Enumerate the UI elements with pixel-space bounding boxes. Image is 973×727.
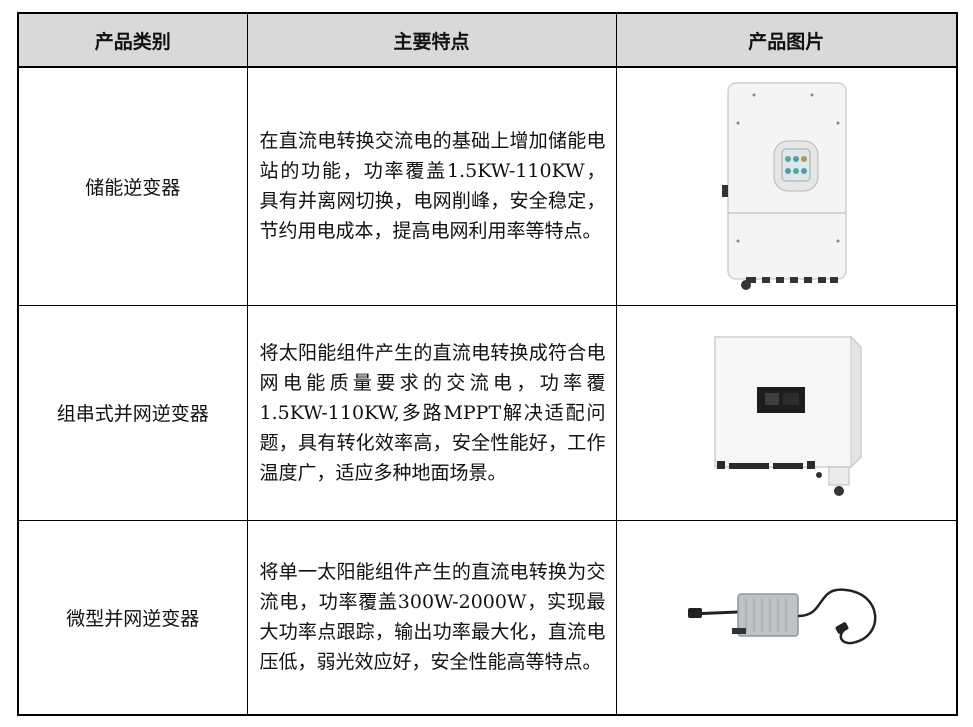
header-row: 产品类别 主要特点 产品图片 xyxy=(17,12,958,68)
category-cell: 储能逆变器 xyxy=(17,66,248,306)
image-cell xyxy=(615,519,958,716)
string-inverter-icon xyxy=(714,335,862,496)
header-category: 产品类别 xyxy=(17,12,248,68)
table-row: 组串式并网逆变器 将太阳能组件产生的直流电转换成符合电网电能质量要求的交流电，功… xyxy=(17,304,958,521)
image-cell xyxy=(615,66,958,306)
storage-inverter-icon xyxy=(722,82,847,290)
features-cell: 将太阳能组件产生的直流电转换成符合电网电能质量要求的交流电，功率覆1.5KW-1… xyxy=(246,304,617,521)
features-cell: 将单一太阳能组件产生的直流电转换为交流电，功率覆盖300W-2000W，实现最大… xyxy=(246,519,617,716)
category-cell: 组串式并网逆变器 xyxy=(17,304,248,521)
category-cell: 微型并网逆变器 xyxy=(17,519,248,716)
header-features: 主要特点 xyxy=(246,12,617,68)
image-cell xyxy=(615,304,958,521)
micro-inverter-icon xyxy=(688,588,877,645)
table-row: 储能逆变器 在直流电转换交流电的基础上增加储能电站的功能，功率覆盖1.5KW-1… xyxy=(17,66,958,306)
table-row: 微型并网逆变器 将单一太阳能组件产生的直流电转换为交流电，功率覆盖300W-20… xyxy=(17,519,958,716)
product-table: 产品类别 主要特点 产品图片 储能逆变器 在直流电转换交流电的基础上增加储能电站… xyxy=(17,12,958,716)
header-image: 产品图片 xyxy=(615,12,958,68)
features-cell: 在直流电转换交流电的基础上增加储能电站的功能，功率覆盖1.5KW-110KW，具… xyxy=(246,66,617,306)
